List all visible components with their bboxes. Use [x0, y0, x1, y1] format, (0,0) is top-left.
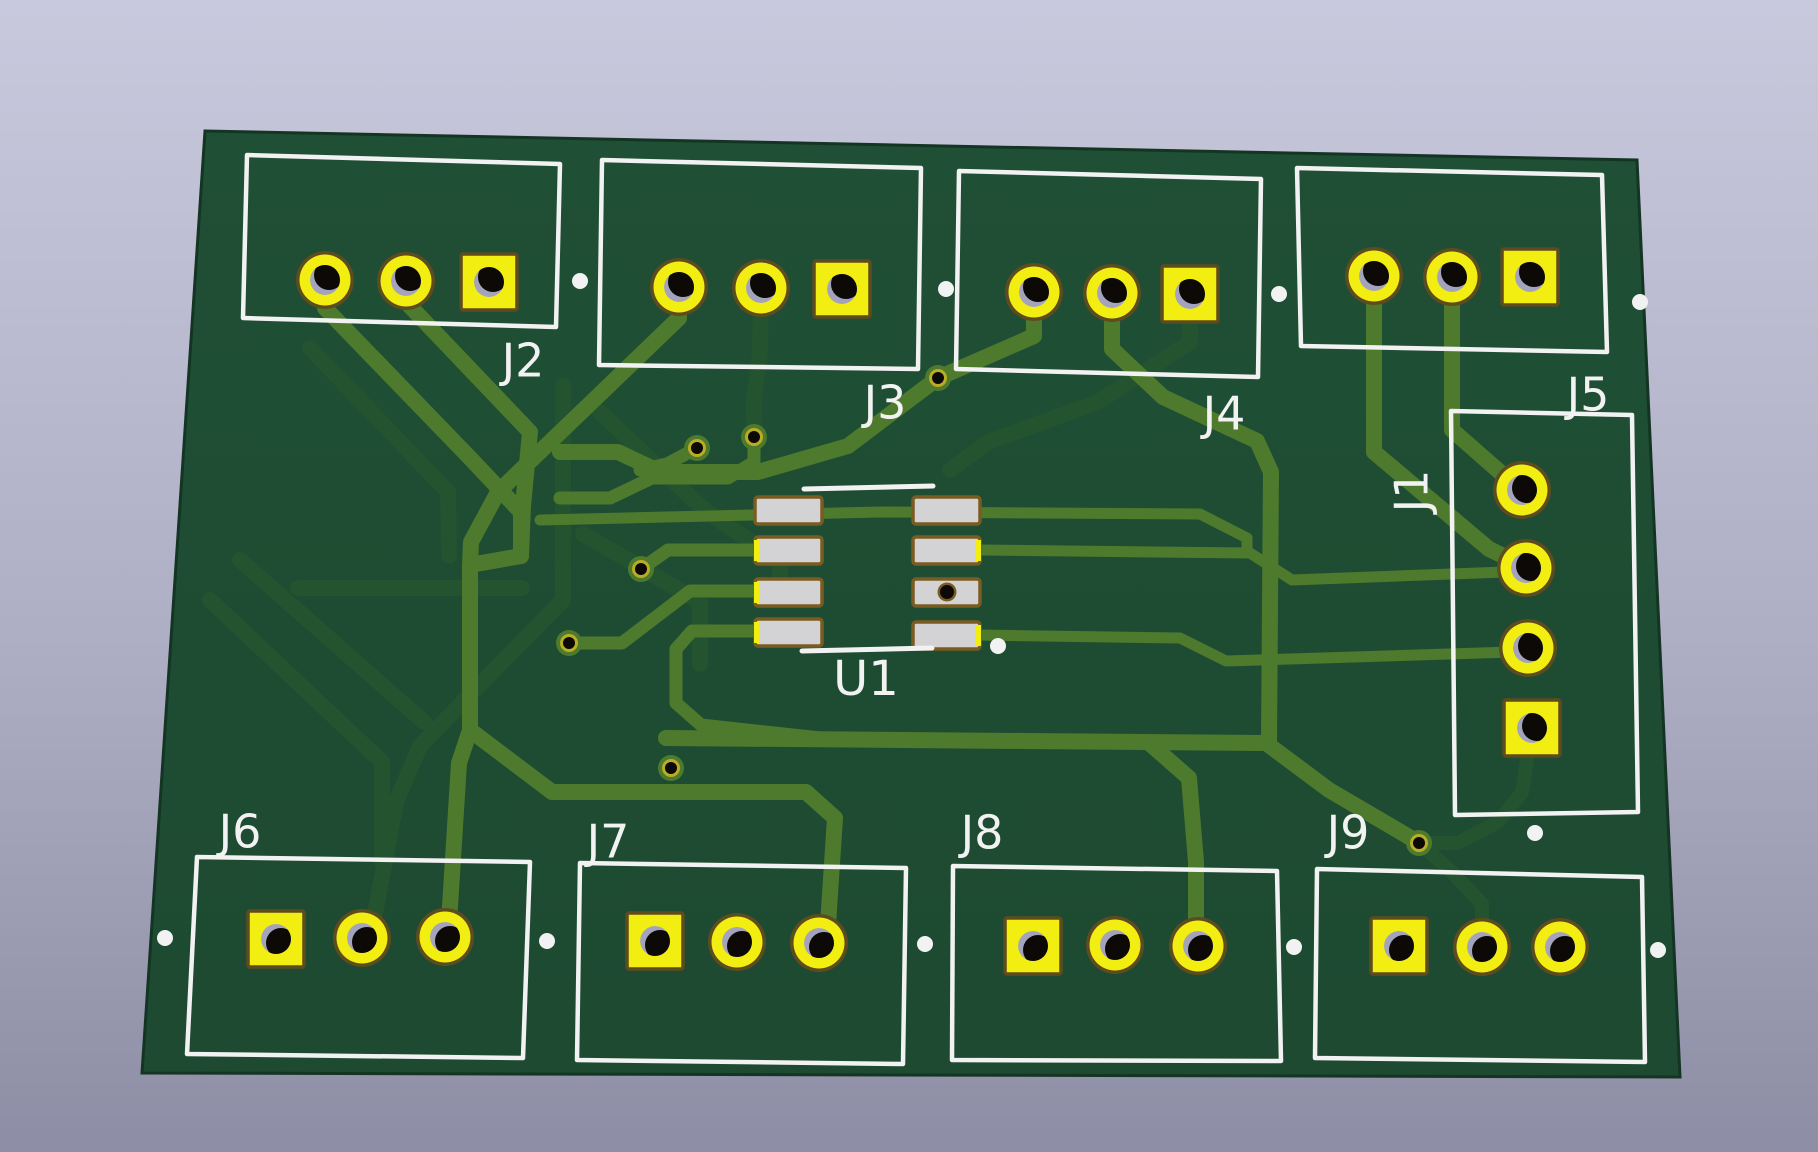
copper-trace [1104, 285, 1279, 751]
smd-pad [911, 495, 982, 526]
copper-trace [364, 378, 571, 938]
pcb-board [140, 129, 1682, 1079]
connector-J8 [1003, 916, 1227, 976]
silkscreen-box-J6 [184, 854, 533, 1061]
copper-trace [202, 592, 390, 870]
connector-J7 [625, 911, 848, 972]
via-hole [563, 637, 575, 649]
pad-copper-edge [754, 622, 759, 643]
silkscreen-box-J3 [596, 157, 924, 372]
silkscreen-box-J5 [1294, 165, 1610, 355]
silkscreen-dot [1650, 942, 1666, 958]
silkscreen-dot [990, 638, 1006, 654]
silkscreen-dot [917, 936, 933, 952]
silkscreen-dot [1271, 286, 1287, 302]
silkscreen-line [799, 645, 935, 654]
drill-hole [1018, 931, 1048, 961]
connector-J2 [296, 251, 519, 312]
via-hole [635, 563, 647, 575]
silkscreen-dot [938, 281, 954, 297]
via-hole [932, 372, 944, 384]
label-U1: U1 [833, 651, 899, 707]
copper-trace [669, 624, 837, 746]
copper-trace [1412, 721, 1539, 850]
label-J1: J1 [1385, 470, 1439, 516]
drill-hole [1517, 713, 1547, 743]
smd-pad [753, 495, 824, 526]
pad-copper-edge [976, 625, 981, 646]
label-J7: J7 [584, 815, 630, 869]
pad-copper-edge [976, 540, 981, 561]
silkscreen-box-J8 [949, 863, 1284, 1064]
silkscreen-box-J2 [240, 152, 563, 330]
connector-J1 [1493, 461, 1562, 758]
label-J6: J6 [216, 805, 262, 859]
via-hole [748, 431, 760, 443]
copper-trace [746, 280, 769, 445]
label-J9: J9 [1324, 806, 1370, 860]
smd-pad [753, 617, 824, 648]
silkscreen-dot [1286, 939, 1302, 955]
pad-copper-edge [754, 540, 759, 561]
silkscreen-box-J9 [1312, 866, 1648, 1065]
via-hole [1413, 837, 1425, 849]
via-hole [665, 762, 677, 774]
connector-J3 [650, 258, 872, 319]
smd-pad [911, 620, 982, 651]
copper-trace [1140, 734, 1204, 952]
copper-trace [232, 552, 432, 730]
label-J4: J4 [1200, 387, 1246, 441]
footprint-U1 [753, 495, 982, 651]
silkscreen-dot [539, 933, 555, 949]
connector-J6 [246, 908, 474, 969]
via-hole [940, 585, 954, 599]
connector-J4 [1005, 263, 1220, 324]
copper-trace [462, 722, 843, 948]
drill-hole [1467, 932, 1497, 962]
silkscreen-line [801, 483, 936, 492]
copper-trace [553, 430, 761, 505]
silkscreen-box-J1 [1448, 408, 1641, 818]
copper-trace [565, 584, 764, 650]
pad-copper-edge [754, 582, 759, 603]
label-J2: J2 [499, 334, 545, 388]
label-J3: J3 [861, 376, 907, 430]
silkscreen-dot [1632, 294, 1648, 310]
label-J8: J8 [958, 806, 1004, 860]
via-hole [691, 442, 703, 454]
vias [556, 365, 1432, 856]
silkscreen-box-J4 [953, 168, 1264, 380]
copper-trace [658, 730, 1427, 851]
silkscreen-dot [157, 930, 173, 946]
connector-J9 [1369, 916, 1589, 976]
copper-trace [575, 526, 708, 672]
silkscreen-dot [1527, 825, 1543, 841]
copper-trace [942, 286, 1198, 478]
smd-pad [911, 535, 982, 566]
copper-trace [552, 284, 1042, 480]
connector-J5 [1345, 247, 1560, 307]
smd-pad [753, 535, 824, 566]
copper-trace [302, 340, 457, 564]
silkscreen-dot [572, 273, 588, 289]
silkscreen-box-J7 [574, 860, 909, 1067]
smd-pad [753, 577, 824, 608]
